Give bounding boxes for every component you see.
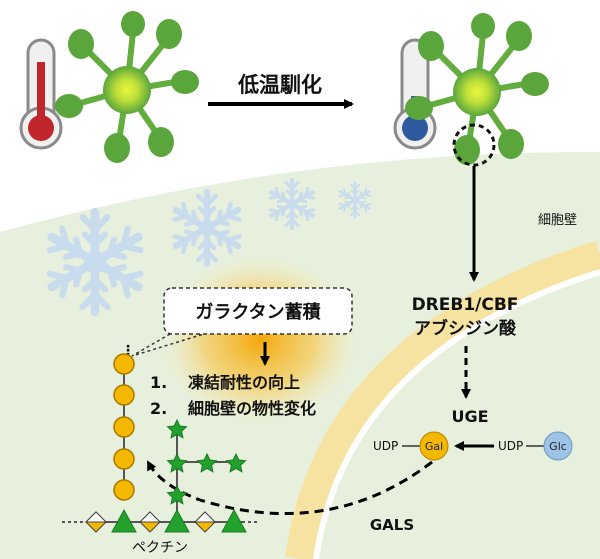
thermometer-warm-icon bbox=[19, 38, 63, 150]
gals-arrow bbox=[146, 460, 433, 515]
uge-label: UGE bbox=[451, 407, 488, 426]
galactan-chain: ⋮ bbox=[113, 343, 135, 501]
glucose-node bbox=[543, 431, 573, 461]
effect-1-number: 1. bbox=[150, 373, 167, 392]
effect-2-number: 2. bbox=[150, 399, 167, 418]
udp-glc-label: UDP bbox=[498, 439, 523, 453]
signal-label-aba: アブシジン酸 bbox=[414, 318, 517, 339]
galactan-callout-box bbox=[163, 287, 353, 335]
udp-gal-label: UDP bbox=[373, 439, 398, 453]
gals-label: GALS bbox=[370, 516, 414, 534]
effect-2-text: 細胞壁の物性変化 bbox=[188, 399, 316, 418]
arabinan-branch bbox=[166, 418, 247, 522]
leaf-zoom-circle bbox=[452, 123, 496, 167]
callout-pointer bbox=[131, 333, 205, 357]
gal-label: Gal bbox=[425, 440, 443, 453]
cold-acclimation-label: 低温馴化 bbox=[237, 73, 322, 97]
rosette-plant-icon bbox=[55, 11, 199, 163]
galactose-node bbox=[419, 431, 449, 461]
signal-label-dreb: DREB1/CBF bbox=[412, 295, 519, 315]
cell-wall-label: 細胞壁 bbox=[538, 213, 577, 228]
cell-wall-band bbox=[285, 240, 600, 559]
galactan-accumulation-label: ガラクタン蓄積 bbox=[195, 301, 321, 323]
pectin-backbone bbox=[62, 508, 260, 533]
glc-label: Glc bbox=[549, 440, 567, 453]
pectin-label: ペクチン bbox=[132, 540, 188, 556]
effect-1-text: 凍結耐性の向上 bbox=[188, 373, 300, 392]
